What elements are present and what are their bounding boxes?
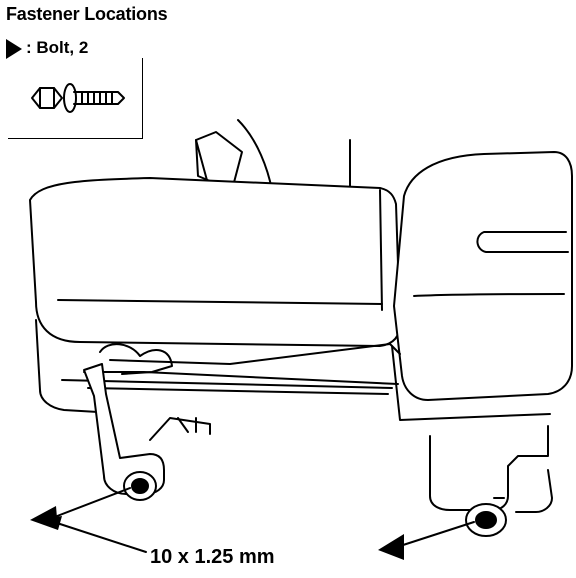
bolt-size-label: 10 x 1.25 mm: [150, 546, 275, 568]
left-mount-bracket: [83, 363, 211, 501]
bolt-icon: [31, 83, 125, 113]
seat-cushion-left: [29, 177, 401, 413]
callout-triangle-right: [378, 534, 404, 560]
legend-label: : Bolt, 2: [26, 38, 89, 57]
right-mount-bracket: [429, 425, 553, 537]
legend: : Bolt, 2: [6, 38, 88, 59]
seat-cushion-right: [391, 151, 573, 421]
triangle-callout-icon: [6, 38, 22, 59]
callout-triangle-left: [30, 506, 58, 530]
diagram-title: Fastener Locations: [6, 4, 168, 24]
dimension-arrowhead: [46, 516, 62, 530]
bolt-inset-frame: [8, 58, 143, 139]
